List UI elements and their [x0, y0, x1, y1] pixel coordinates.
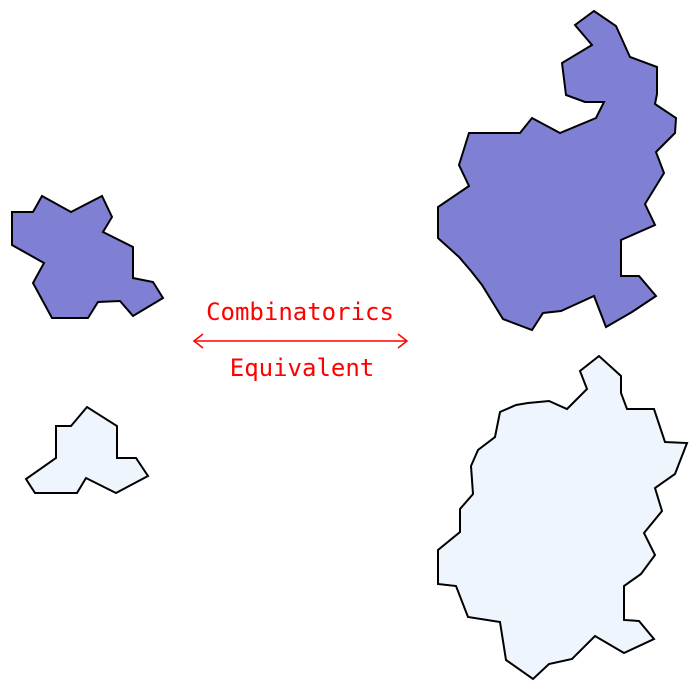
large-dark-polyomino: [437, 9, 678, 332]
arrow-head-left: [192, 333, 204, 349]
label-combinatorics: Combinatorics: [206, 298, 394, 326]
small-dark-polyomino: [11, 194, 165, 319]
small-light-polyomino: [24, 405, 150, 495]
arrow-head-right: [397, 333, 409, 349]
large-light-polyomino: [437, 354, 689, 681]
label-equivalent: Equivalent: [230, 354, 375, 382]
double-headed-arrow: [192, 333, 409, 349]
